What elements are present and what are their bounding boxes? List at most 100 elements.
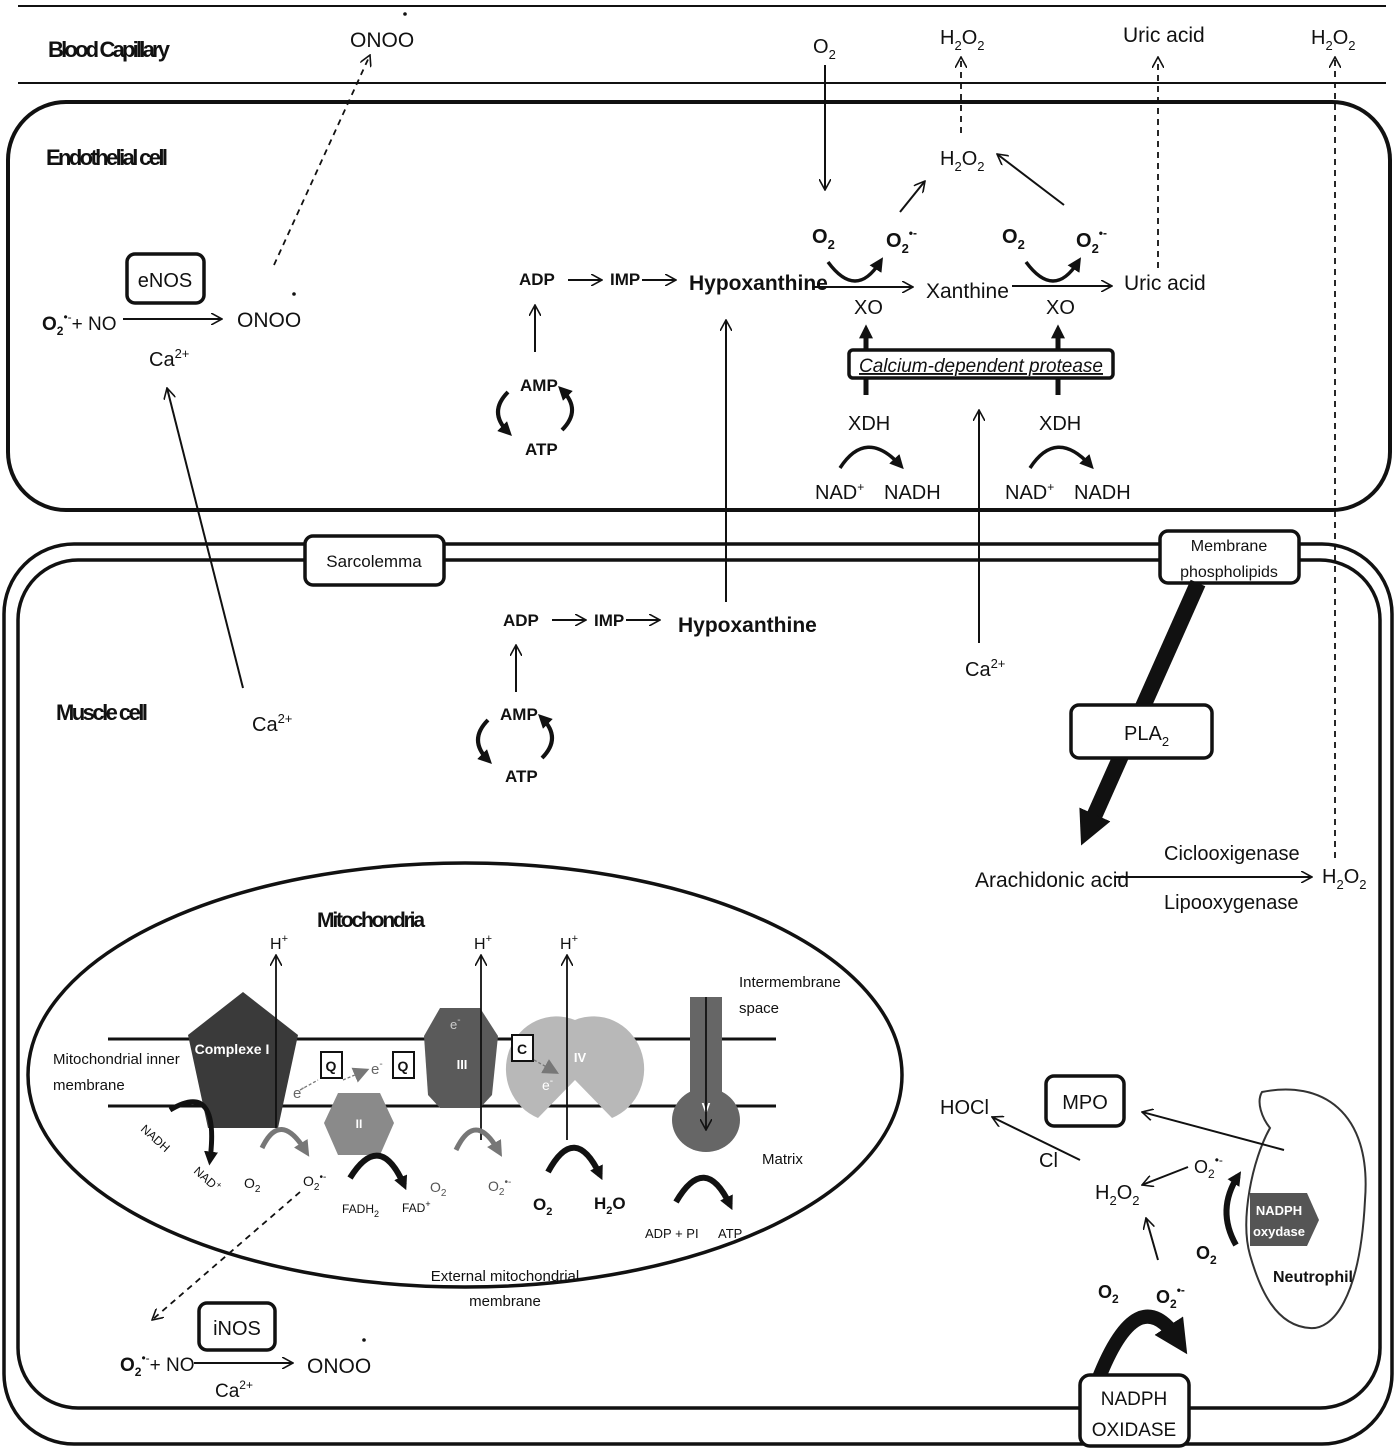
electron-path-3 xyxy=(533,1059,559,1074)
capillary-h2o2-a: H2O2 xyxy=(940,27,984,53)
atp-synthesis-arrow xyxy=(673,1174,733,1211)
onoo-to-capillary-arrow xyxy=(273,55,370,266)
capillary-onoo: ONOO xyxy=(350,29,414,52)
endo-atp: ATP xyxy=(525,440,558,459)
capillary-h2o2-b: H2O2 xyxy=(1311,27,1355,53)
h2o2-to-hocl-arrow xyxy=(992,1117,1081,1161)
xo2-o2: O2 xyxy=(1002,226,1025,252)
phospholipids-box xyxy=(1158,529,1301,585)
muscle-h2o2: H2O2 xyxy=(1322,866,1366,892)
protease-label: Calcium-dependent protease xyxy=(859,356,1103,377)
enos-box xyxy=(125,252,206,305)
inner-membrane-label-2: membrane xyxy=(53,1077,125,1094)
phospholipids-line1: Membrane xyxy=(1191,538,1268,555)
xo1-label: XO xyxy=(854,297,883,319)
complex-2-shape xyxy=(324,1093,394,1155)
capillary-o2: O2 xyxy=(813,36,836,62)
muscle-hypoxanthine: Hypoxanthine xyxy=(678,614,817,637)
muscle-imp: IMP xyxy=(594,611,624,630)
nadph-oxydase-shape xyxy=(1250,1193,1319,1246)
ubiquinone-box-1 xyxy=(320,1051,343,1079)
o2rad2-to-h2o2-arrow xyxy=(997,154,1065,206)
cytochrome-c: C xyxy=(517,1041,527,1057)
o2rad-to-h2o2-arrow xyxy=(899,181,925,213)
mito-h2o: H2O xyxy=(594,1194,626,1217)
complex-3-superoxide-arrow xyxy=(453,1127,502,1157)
phospholipids-line2: phospholipids xyxy=(1180,564,1278,581)
capillary-uric-acid: Uric acid xyxy=(1123,24,1205,47)
xo1-o2-radical: O2•- xyxy=(886,226,917,256)
muscle-amp: AMP xyxy=(500,705,538,724)
muscle-amp-atp-cycle-left xyxy=(476,718,492,764)
bottom-superoxide-to-h2o2-arrow xyxy=(1146,1218,1159,1261)
protease-box xyxy=(847,348,1115,380)
bottom-o2-radical: O2•- xyxy=(1156,1283,1185,1311)
inos-label: iNOS xyxy=(213,1318,261,1340)
complex-4-label: IV xyxy=(574,1050,587,1065)
external-membrane-label-2: membrane xyxy=(469,1293,541,1310)
nadh-reaction-arrow xyxy=(168,1099,218,1166)
neutrophil-to-mpo-arrow xyxy=(1142,1112,1285,1151)
muscle-o2-radical-plus-no: O2•-+ NO xyxy=(120,1351,195,1379)
complex-4-water-arrow xyxy=(545,1144,603,1181)
xo2-label: XO xyxy=(1046,297,1075,319)
complex-1-superoxide-arrow xyxy=(259,1127,310,1157)
xanthine-label: Xanthine xyxy=(926,280,1009,303)
sarcolemma-box xyxy=(303,534,446,587)
muscle-cell-label: Muscle cell xyxy=(56,700,148,725)
endo-amp-atp-cycle-right xyxy=(558,386,574,432)
hocl-label: HOCl xyxy=(940,1097,989,1119)
pla2-box xyxy=(1069,703,1214,760)
onoo-radical-dot xyxy=(403,12,407,16)
complex-1-shape xyxy=(188,992,298,1128)
endo-amp: AMP xyxy=(520,376,558,395)
cytochrome-c-box xyxy=(511,1034,534,1062)
neutrophil-o2: O2 xyxy=(1196,1243,1217,1267)
sarcolemma-outer xyxy=(2,542,1394,1446)
neutrophil-h2o2: H2O2 xyxy=(1095,1182,1139,1208)
electron-path-2 xyxy=(342,1067,370,1083)
nadph-oxidase-curved-arrow xyxy=(1091,1309,1188,1383)
endo-onoo-dot xyxy=(292,292,296,296)
nadh2-label: NADH xyxy=(1074,482,1131,504)
sarcolemma-inner xyxy=(16,558,1382,1410)
endo-imp: IMP xyxy=(610,270,640,289)
electron-2: e- xyxy=(371,1059,383,1078)
superoxide-to-inos-arrow xyxy=(152,1191,301,1320)
ca-to-endothelium-arrow xyxy=(167,388,244,689)
muscle-ca-right: Ca2+ xyxy=(965,656,1005,681)
electron-1: e- xyxy=(293,1083,305,1102)
mitochondria-outline xyxy=(26,861,904,1289)
neutrophil-superoxide-arrow xyxy=(1223,1171,1242,1247)
endothelial-cell-outline xyxy=(6,100,1392,512)
nadh1-label: NADH xyxy=(884,482,941,504)
complex-3-shape xyxy=(424,1008,498,1108)
blood-capillary-label: Blood Capillary xyxy=(48,37,171,62)
complex-1-label: Complexe I xyxy=(195,1041,270,1057)
endo-amp-atp-cycle-left xyxy=(496,390,512,436)
matrix-label: Matrix xyxy=(762,1151,803,1168)
bottom-o2: O2 xyxy=(1098,1282,1119,1306)
nadph-oxidase-line2: OXIDASE xyxy=(1092,1420,1176,1441)
muscle-onoo: ONOO xyxy=(307,1355,371,1378)
adp-pi-label: ADP + PI xyxy=(645,1226,699,1241)
fadh2-reaction-arrow xyxy=(347,1152,408,1191)
xo1-o2: O2 xyxy=(812,226,835,252)
electron-3: e- xyxy=(450,1015,461,1032)
mito-o2-c: O2 xyxy=(533,1195,552,1218)
inos-box xyxy=(197,1301,277,1352)
nadph-oxydase-line1: NADPH xyxy=(1256,1203,1302,1218)
proton-1: H+ xyxy=(270,933,288,953)
xdh1-label: XDH xyxy=(848,413,890,435)
endo-o2-radical-plus-no: O2•-+ NO xyxy=(42,310,117,338)
inner-membrane-label-1: Mitochondrial inner xyxy=(53,1051,180,1068)
nad1-label: NAD+ xyxy=(815,480,864,504)
intermembrane-label-1: Intermembrane xyxy=(739,974,841,991)
nadph-oxidase-line1: NADPH xyxy=(1101,1389,1168,1410)
endo-ca: Ca2+ xyxy=(149,346,189,371)
chloride-label: Cl xyxy=(1039,1150,1058,1172)
mpo-label: MPO xyxy=(1062,1092,1108,1114)
electron-path-1 xyxy=(299,1079,319,1091)
muscle-adp: ADP xyxy=(503,611,539,630)
